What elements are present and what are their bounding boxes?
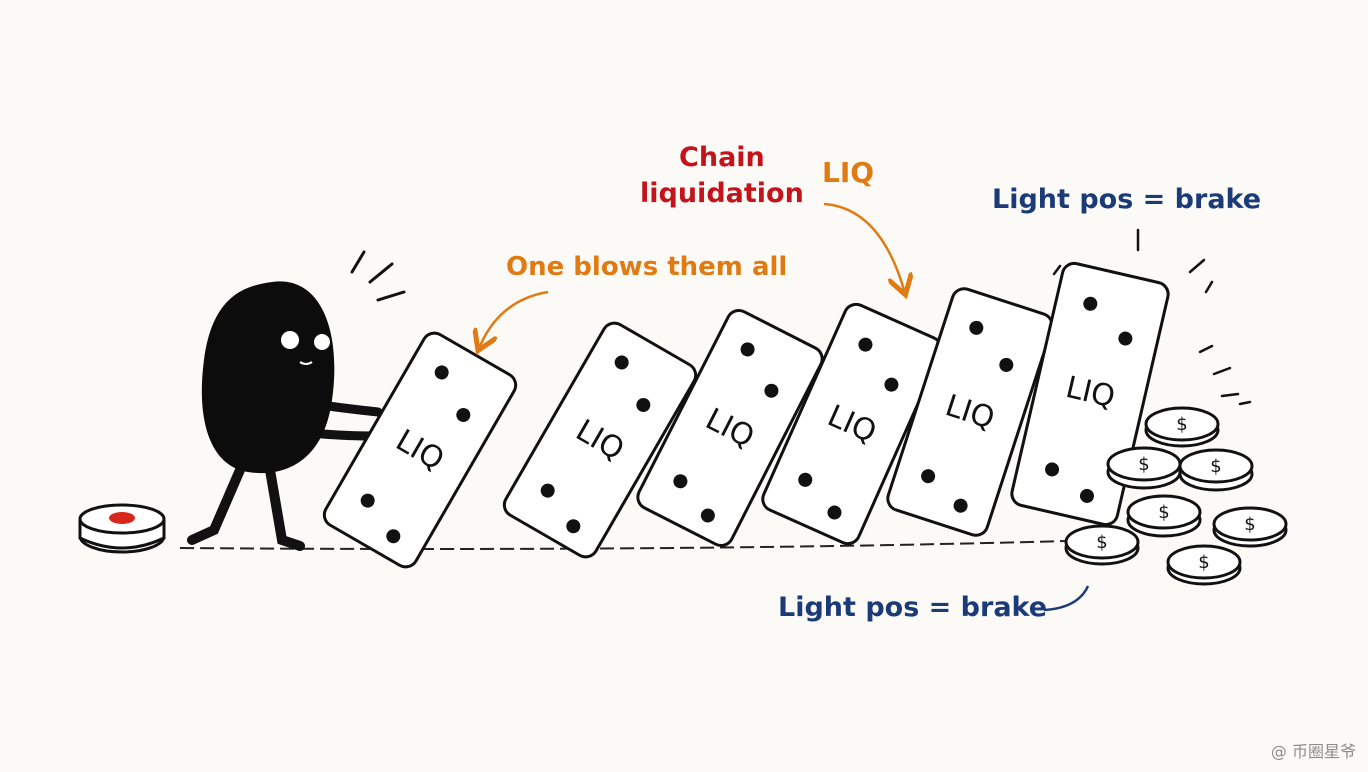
coin-symbol: $ xyxy=(1198,552,1209,573)
chain-liquidation-line2: liquidation xyxy=(640,178,804,209)
coin-stack-icon xyxy=(1064,406,1288,586)
chain-liquidation-label: Chain liquidation xyxy=(640,140,804,212)
chain-liquidation-line1: Chain xyxy=(679,142,765,173)
light-pos-bottom-label: Light pos = brake xyxy=(778,592,1048,623)
spark-lines xyxy=(1052,228,1252,406)
coin-symbol: $ xyxy=(1158,502,1169,523)
domino-3: LIQ xyxy=(636,309,824,547)
connector-light-bottom xyxy=(1043,585,1090,612)
arrow-one-blows xyxy=(480,290,549,346)
red-button-icon xyxy=(78,503,166,554)
domino-4: LIQ xyxy=(761,302,943,546)
light-pos-top-label: Light pos = brake xyxy=(992,184,1262,215)
coin-symbol: $ xyxy=(1138,454,1149,475)
one-blows-label: One blows them all xyxy=(506,252,788,282)
arrow-liq xyxy=(823,202,904,290)
coin-symbol: $ xyxy=(1096,532,1107,553)
domino-2: LIQ xyxy=(502,321,698,559)
domino-5: LIQ xyxy=(886,287,1054,537)
coin-symbols: $ $ $ $ $ $ $ xyxy=(1096,414,1255,573)
ground-line xyxy=(179,539,1101,550)
character-icon xyxy=(187,250,406,551)
watermark: @ 币圈星爷 xyxy=(1270,742,1356,761)
coin-symbol: $ xyxy=(1176,414,1187,435)
liq-label: LIQ xyxy=(822,156,875,189)
coin-symbol: $ xyxy=(1210,456,1221,477)
domino-1: LIQ xyxy=(322,331,518,569)
coin-symbol: $ xyxy=(1244,514,1255,535)
